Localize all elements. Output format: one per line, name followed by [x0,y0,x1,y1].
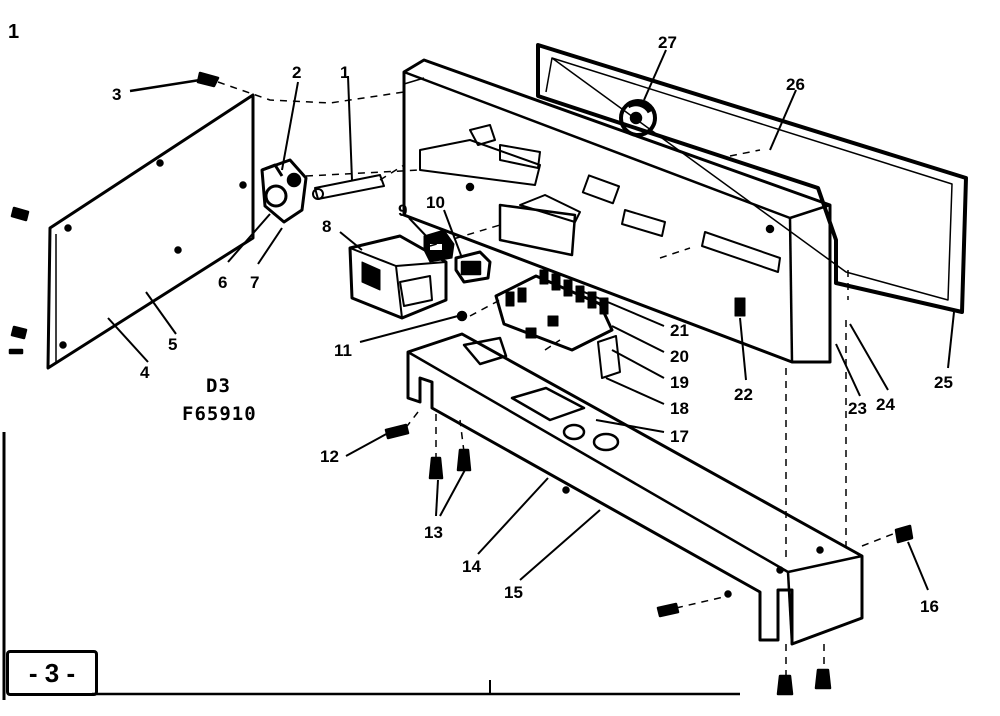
callout-14: 14 [462,557,481,576]
callout-12: 12 [320,447,339,466]
model-code-line1: D3 [206,375,231,397]
model-code: D3 F65910 [182,375,257,425]
callout-22: 22 [734,385,753,404]
callout-21: 21 [670,321,689,340]
side-panel [46,93,255,370]
callout-11: 11 [334,341,352,360]
callout-7: 7 [250,273,259,292]
knob-assembly [260,158,308,224]
lower-screws [384,423,914,696]
callout-25: 25 [934,373,953,392]
callout-1: 1 [340,63,349,82]
callout-24: 24 [876,395,895,414]
callout-5: 5 [168,335,177,354]
switch-22 [734,297,746,317]
callout-17: 17 [670,427,689,446]
clock-dial [619,99,657,137]
page-frame [2,432,740,700]
assembly-lines [217,81,899,676]
terminal-block [494,269,621,379]
page-number-box: - 3 - [6,650,98,696]
callout-8: 8 [322,217,331,236]
left-screws [8,206,30,355]
backsplash-panel [402,58,832,364]
switch-10 [454,250,492,284]
callout-6: 6 [218,273,227,292]
switch-9 [423,229,455,263]
callout-15: 15 [504,583,523,602]
callout-23: 23 [848,399,867,418]
page-number: - 3 - [28,658,76,688]
callout-20: 20 [670,347,689,366]
callout-27: 27 [658,33,677,52]
screw-11 [456,310,468,322]
console-base [406,332,864,646]
callout-4: 4 [140,363,150,382]
callout-26: 26 [786,75,805,94]
callout-2: 2 [292,63,301,82]
callout-13: 13 [424,523,443,542]
callout-3: 3 [112,85,121,104]
callout-labels: 1 2 3 4 5 6 7 8 9 10 11 12 13 14 15 16 1… [112,33,953,616]
callout-16: 16 [920,597,939,616]
screw-3 [129,71,220,93]
callout-9: 9 [398,201,407,220]
leader-lines [107,49,955,591]
model-code-line2: F65910 [182,403,257,425]
callout-10: 10 [426,193,445,212]
rear-glass-frame [536,43,968,314]
rod-1 [312,174,385,200]
corner-mark: 1 [8,21,19,43]
timer-8 [348,234,448,320]
callout-19: 19 [670,373,689,392]
callout-18: 18 [670,399,689,418]
